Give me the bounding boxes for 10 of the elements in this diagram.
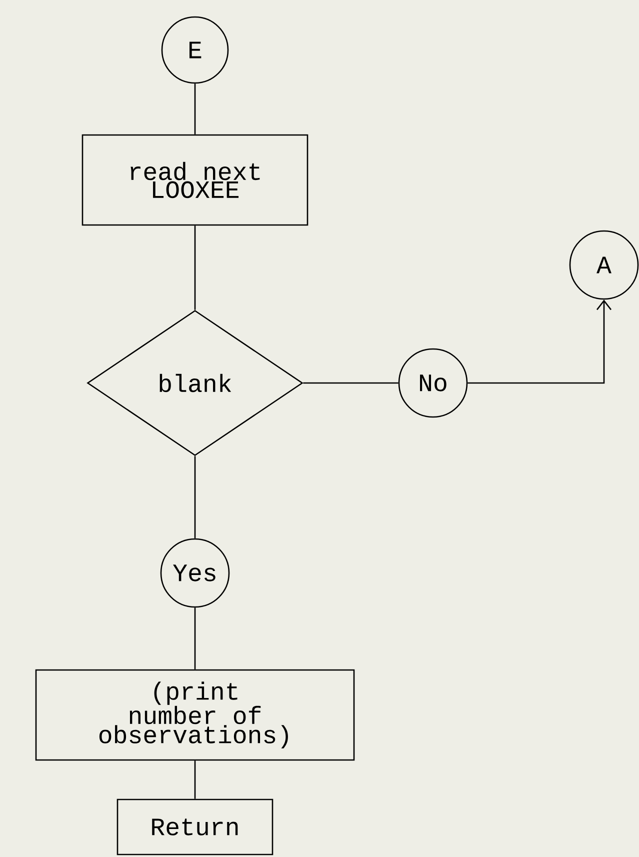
connector-line: [303, 382, 398, 384]
connector-line: [194, 226, 196, 310]
process-box: read next LOOXEE: [82, 134, 308, 226]
connector-line: [194, 760, 196, 799]
process-box: Return: [116, 798, 274, 856]
connector-line: [194, 456, 196, 538]
process-box: (print number of observations): [35, 669, 355, 761]
connector-line: [194, 608, 196, 670]
connector-line: [194, 84, 196, 134]
connector-line: [468, 300, 612, 384]
